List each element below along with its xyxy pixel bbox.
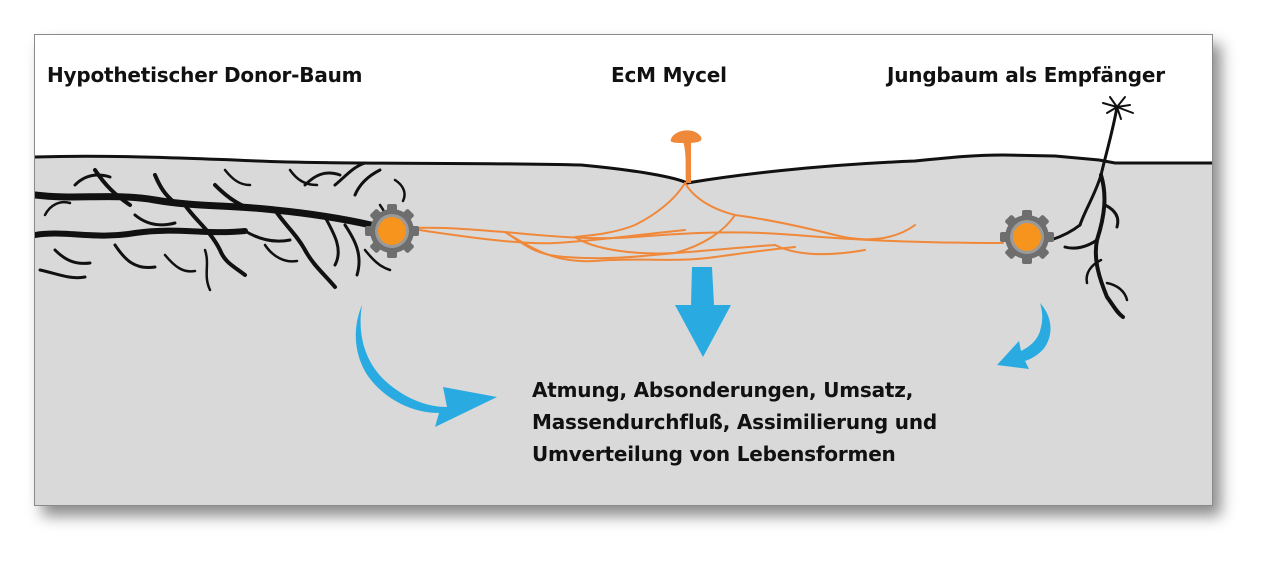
mushroom-icon [670,130,702,183]
diagram-canvas [35,96,1212,505]
gear-icon [365,204,419,258]
caption-line-1: Atmung, Absonderungen, Umsatz, [532,378,914,402]
arrow-icon [355,305,497,427]
caption-line-3: Umverteilung von Lebensformen [532,442,896,466]
arrow-icon [997,303,1051,369]
gear-icon [1000,210,1054,264]
diagram-frame: Hypothetischer Donor-Baum EcM Mycel Jung… [34,34,1213,506]
ecm-mycel-label: EcM Mycel [611,63,727,87]
process-caption: Atmung, Absonderungen, Umsatz, Massendur… [532,374,937,470]
donor-roots [35,161,406,292]
arrow-icon [675,267,731,357]
ecm-hyphae [404,182,1004,263]
recipient-seedling [1049,96,1134,319]
ground-line [35,153,1212,185]
recipient-tree-label: Jungbaum als Empfänger [887,63,1165,87]
caption-line-2: Massendurchfluß, Assimilierung und [532,410,937,434]
donor-tree-label: Hypothetischer Donor-Baum [47,63,363,87]
